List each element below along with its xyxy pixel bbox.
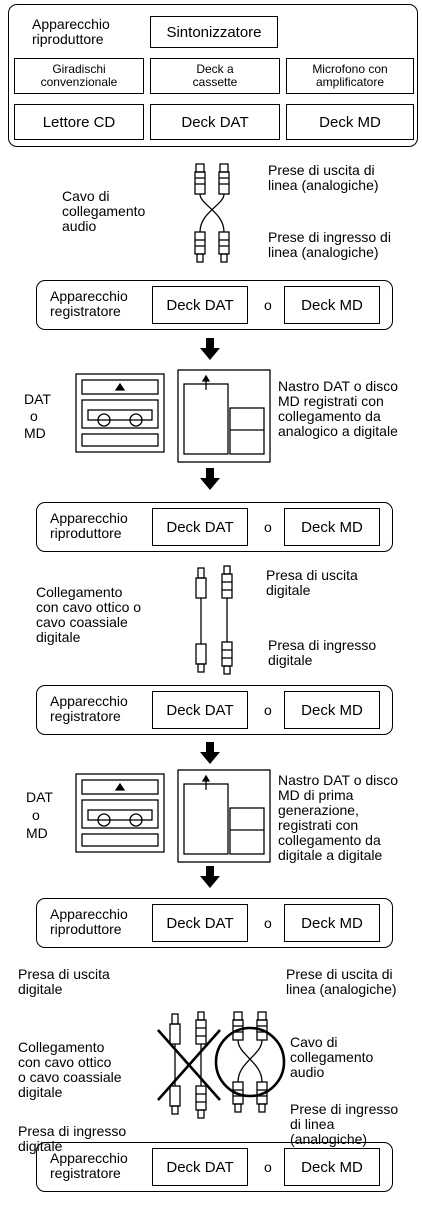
media1-dat: DAT [24, 391, 51, 407]
deck-cassette-box: Deck a cassette [150, 58, 280, 94]
media2-or: o [32, 807, 40, 823]
media2-dat: DAT [26, 789, 53, 805]
bottom-analog-out-label: Prese di uscita di linea (analogiche) [286, 966, 397, 997]
recorder3-deck-md: Deck MD [284, 1148, 380, 1186]
analog-in-label: Prese di ingresso di linea (analogiche) [268, 229, 391, 260]
digital-out-label: Presa di uscita digitale [266, 567, 358, 598]
deck-md-box: Deck MD [286, 104, 414, 140]
recorder3-deck-dat: Deck DAT [152, 1148, 248, 1186]
allowed-circle-icon [214, 1026, 286, 1098]
player2-deck-dat: Deck DAT [152, 508, 248, 546]
player-label: Apparecchio riproduttore [32, 16, 110, 47]
media2-md: MD [26, 825, 48, 841]
recorder-group-3 [36, 1142, 393, 1192]
recorder2-or: o [264, 702, 272, 718]
recorder1-deck-md: Deck MD [284, 286, 380, 324]
deck-dat-box: Deck DAT [150, 104, 280, 140]
bottom-analog-cable-label: Cavo di collegamento audio [290, 1034, 374, 1080]
recorder-group-2 [36, 685, 393, 735]
not-allowed-cross-icon [157, 1029, 221, 1101]
player-group-2 [36, 502, 393, 552]
recorder-label-2: Apparecchio registratore [50, 693, 128, 724]
player3-deck-md: Deck MD [284, 904, 380, 942]
recorder1-deck-dat: Deck DAT [152, 286, 248, 324]
recorder-label-3: Apparecchio registratore [50, 1150, 128, 1181]
digital-cable-label: Collegamento con cavo ottico o cavo coas… [36, 584, 142, 645]
media2-caption: Nastro DAT o disco MD di prima generazio… [278, 772, 399, 863]
sintonizzatore-box: Sintonizzatore [150, 16, 278, 48]
recorder2-deck-dat: Deck DAT [152, 691, 248, 729]
player-label-3: Apparecchio riproduttore [50, 906, 128, 937]
player-source-group [8, 4, 418, 147]
player2-or: o [264, 519, 272, 535]
recorder2-deck-md: Deck MD [284, 691, 380, 729]
player-label-2: Apparecchio riproduttore [50, 510, 128, 541]
recorder-label-1: Apparecchio registratore [50, 288, 128, 319]
player2-deck-md: Deck MD [284, 508, 380, 546]
player-group-3 [36, 898, 393, 948]
media1-caption: Nastro DAT o disco MD registrati con col… [278, 378, 399, 439]
recorder-group-1 [36, 280, 393, 330]
recorder3-or: o [264, 1159, 272, 1175]
giradischi-box: Giradischi convenzionale [14, 58, 144, 94]
recorder1-or: o [264, 297, 272, 313]
player3-or: o [264, 915, 272, 931]
media1-md: MD [24, 425, 46, 441]
microfono-box: Microfono con amplificatore [286, 58, 414, 94]
analog-cable-label: Cavo di collegamento audio [62, 188, 146, 234]
bottom-digital-cable-label: Collegamento con cavo ottico o cavo coas… [18, 1039, 122, 1100]
media1-or: o [30, 408, 38, 424]
lettore-cd-box: Lettore CD [14, 104, 144, 140]
player3-deck-dat: Deck DAT [152, 904, 248, 942]
bottom-digital-out-label: Presa di uscita digitale [18, 966, 110, 997]
analog-out-label: Prese di uscita di linea (analogiche) [268, 162, 379, 193]
digital-in-label: Presa di ingresso digitale [268, 637, 377, 668]
